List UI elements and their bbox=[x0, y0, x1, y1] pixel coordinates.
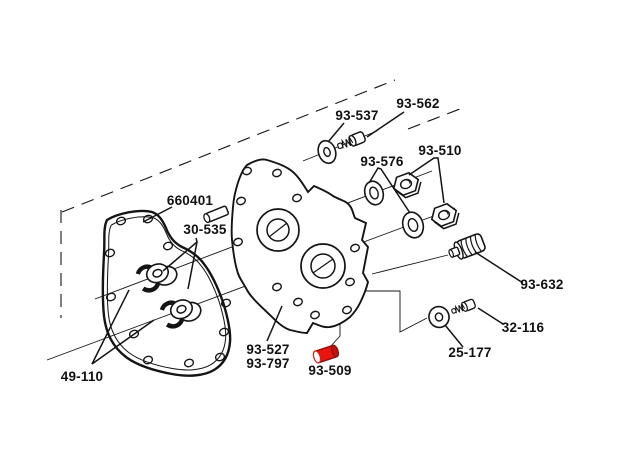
label-49-110: 49-110 bbox=[60, 369, 104, 384]
washer-93-576-lower bbox=[401, 211, 425, 239]
label-32-116: 32-116 bbox=[501, 320, 545, 335]
label-93-797: 93-797 bbox=[246, 356, 290, 371]
nut-93-510-upper bbox=[392, 171, 422, 199]
leader-lines bbox=[91, 111, 524, 365]
plug-93-632 bbox=[448, 233, 486, 260]
label-93-632: 93-632 bbox=[520, 277, 564, 292]
washer-93-537 bbox=[317, 139, 337, 165]
label-93-510: 93-510 bbox=[418, 143, 462, 158]
cover-bore-lower bbox=[300, 243, 346, 289]
label-25-177: 25-177 bbox=[448, 345, 492, 360]
label-30-535: 30-535 bbox=[183, 222, 227, 237]
side-cover-plate-93-527 bbox=[230, 158, 370, 334]
label-93-576: 93-576 bbox=[360, 154, 404, 169]
label-93-509: 93-509 bbox=[308, 363, 352, 378]
cover-bore-upper bbox=[256, 208, 300, 252]
cover-bolt-holes bbox=[232, 166, 361, 320]
washers-93-576 bbox=[363, 180, 425, 239]
label-93-537: 93-537 bbox=[335, 108, 379, 123]
bushings-30-535 bbox=[145, 263, 202, 322]
screw-93-562 bbox=[337, 131, 366, 150]
label-93-527: 93-527 bbox=[246, 342, 290, 357]
nuts-93-510 bbox=[392, 171, 460, 230]
label-660401: 660401 bbox=[166, 193, 214, 208]
washer-93-576-upper bbox=[363, 180, 385, 206]
washer-25-177 bbox=[428, 305, 450, 329]
label-93-562: 93-562 bbox=[396, 96, 440, 111]
screw-32-116 bbox=[451, 298, 476, 314]
stepped-phantom-line bbox=[330, 290, 428, 347]
dowel-pin bbox=[203, 205, 230, 224]
pin-93-509-highlighted bbox=[312, 344, 340, 364]
nut-93-510-lower bbox=[430, 202, 460, 230]
